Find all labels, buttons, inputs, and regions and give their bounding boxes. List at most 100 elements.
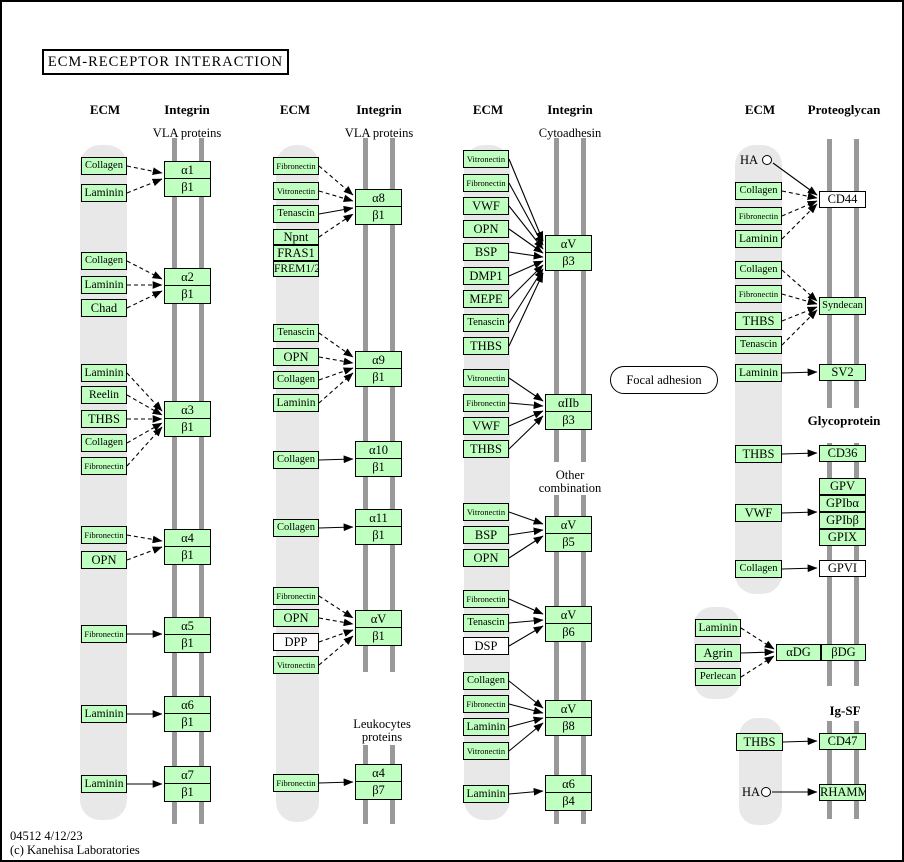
integrin-subunit-aiib[interactable]: αIIb	[546, 395, 591, 412]
box-fibronectin[interactable]: Fibronectin	[735, 207, 782, 225]
integrin-subunit-a4[interactable]: α4	[356, 765, 401, 782]
integrin-subunit-b5[interactable]: β5	[562, 535, 575, 549]
integrin-subunit-a6[interactable]: α6	[165, 697, 210, 714]
integrin-subunit-b1[interactable]: β1	[372, 370, 385, 384]
compound-circle-ha[interactable]	[761, 787, 771, 797]
integrin-subunit-b1[interactable]: β1	[181, 548, 194, 562]
integrin-subunit-a11[interactable]: α11	[356, 510, 401, 527]
box-cd47[interactable]: CD47	[819, 733, 866, 750]
integrin-subunit-b1[interactable]: β1	[372, 208, 385, 222]
box-vwf[interactable]: VWF	[735, 504, 782, 522]
box-gpiba[interactable]: GPIbα	[819, 495, 866, 512]
box-adg[interactable]: αDG	[776, 644, 821, 661]
box-chad[interactable]: Chad	[81, 299, 127, 317]
box-vitronectin[interactable]: Vitronectin	[273, 656, 319, 674]
box-thbs[interactable]: THBS	[463, 337, 509, 355]
box-vitronectin[interactable]: Vitronectin	[463, 503, 509, 521]
box-laminin[interactable]: Laminin	[463, 718, 509, 736]
box-collagen[interactable]: Collagen	[735, 560, 782, 578]
box-laminin[interactable]: Laminin	[81, 775, 127, 793]
box-fibronectin[interactable]: Fibronectin	[735, 285, 782, 303]
box-tenascin[interactable]: Tenascin	[273, 205, 319, 223]
box-collagen[interactable]: Collagen	[273, 519, 319, 537]
box-laminin[interactable]: Laminin	[735, 230, 782, 248]
integrin-subunit-b1[interactable]: β1	[372, 460, 385, 474]
box-syndecan[interactable]: Syndecan	[819, 297, 866, 315]
box-frem1-2[interactable]: FREM1/2	[273, 261, 319, 277]
box-cd36[interactable]: CD36	[819, 445, 866, 462]
box-collagen[interactable]: Collagen	[81, 157, 127, 175]
box-gpvi[interactable]: GPVI	[819, 560, 866, 577]
box-thbs[interactable]: THBS	[81, 410, 127, 428]
box-bsp[interactable]: BSP	[463, 526, 509, 544]
integrin-subunit-b1[interactable]: β1	[181, 715, 194, 729]
box-fibronectin[interactable]: Fibronectin	[81, 625, 127, 643]
box-mepe[interactable]: MEPE	[463, 290, 509, 308]
integrin-subunit-b1[interactable]: β1	[181, 180, 194, 194]
integrin-subunit-b1[interactable]: β1	[181, 420, 194, 434]
box-collagen[interactable]: Collagen	[81, 434, 127, 452]
integrin-subunit-b8[interactable]: β8	[562, 719, 575, 733]
box-fras1[interactable]: FRAS1	[273, 245, 319, 261]
box-fibronectin[interactable]: Fibronectin	[463, 590, 509, 608]
box-perlecan[interactable]: Perlecan	[695, 668, 741, 686]
box-dpp[interactable]: DPP	[273, 633, 319, 651]
box-fibronectin[interactable]: Fibronectin	[81, 526, 127, 544]
box-dsp[interactable]: DSP	[463, 637, 509, 655]
box-laminin[interactable]: Laminin	[735, 364, 782, 382]
box-bsp[interactable]: BSP	[463, 243, 509, 261]
box-vwf[interactable]: VWF	[463, 417, 509, 435]
integrin-subunit-b4[interactable]: β4	[562, 794, 575, 808]
integrin-subunit-b1[interactable]: β1	[181, 785, 194, 799]
box-rhamm[interactable]: RHAMM	[819, 784, 866, 801]
integrin-subunit-a3[interactable]: α3	[165, 402, 210, 419]
box-tenascin[interactable]: Tenascin	[735, 336, 782, 354]
box-gpibb[interactable]: GPIbβ	[819, 512, 866, 529]
box-laminin[interactable]: Laminin	[81, 184, 127, 202]
box-vitronectin[interactable]: Vitronectin	[273, 182, 319, 200]
integrin-subunit-a6[interactable]: α6	[546, 776, 591, 793]
box-thbs[interactable]: THBS	[735, 445, 782, 463]
integrin-subunit-av[interactable]: αV	[546, 607, 591, 624]
integrin-subunit-b1[interactable]: β1	[372, 528, 385, 542]
box-laminin[interactable]: Laminin	[273, 394, 319, 412]
compound-circle-ha[interactable]	[762, 155, 772, 165]
integrin-subunit-a2[interactable]: α2	[165, 269, 210, 286]
box-vwf[interactable]: VWF	[463, 197, 509, 215]
box-thbs[interactable]: THBS	[735, 312, 782, 330]
box-tenascin[interactable]: Tenascin	[463, 314, 509, 332]
integrin-subunit-a10[interactable]: α10	[356, 442, 401, 459]
integrin-subunit-a1[interactable]: α1	[165, 162, 210, 179]
box-vitronectin[interactable]: Vitronectin	[463, 150, 509, 168]
box-vitronectin[interactable]: Vitronectin	[463, 369, 509, 387]
box-bdg[interactable]: βDG	[821, 644, 866, 661]
box-collagen[interactable]: Collagen	[273, 371, 319, 389]
box-laminin[interactable]: Laminin	[463, 785, 509, 803]
box-dmp1[interactable]: DMP1	[463, 267, 509, 285]
box-agrin[interactable]: Agrin	[695, 644, 741, 662]
box-laminin[interactable]: Laminin	[81, 276, 127, 294]
integrin-subunit-a7[interactable]: α7	[165, 767, 210, 784]
box-fibronectin[interactable]: Fibronectin	[463, 394, 509, 412]
box-fibronectin[interactable]: Fibronectin	[273, 774, 319, 792]
box-tenascin[interactable]: Tenascin	[273, 324, 319, 342]
box-collagen[interactable]: Collagen	[81, 252, 127, 270]
integrin-subunit-av[interactable]: αV	[356, 611, 401, 628]
box-opn[interactable]: OPN	[273, 609, 319, 627]
box-opn[interactable]: OPN	[463, 549, 509, 567]
integrin-subunit-a5[interactable]: α5	[165, 618, 210, 635]
integrin-subunit-a4[interactable]: α4	[165, 530, 210, 547]
integrin-subunit-av[interactable]: αV	[546, 701, 591, 718]
integrin-subunit-b3[interactable]: β3	[562, 254, 575, 268]
box-gpv[interactable]: GPV	[819, 478, 866, 495]
integrin-subunit-b1[interactable]: β1	[372, 629, 385, 643]
box-opn[interactable]: OPN	[81, 551, 127, 569]
box-fibronectin[interactable]: Fibronectin	[463, 695, 509, 713]
box-thbs[interactable]: THBS	[736, 733, 783, 751]
box-reelin[interactable]: Reelin	[81, 386, 127, 404]
box-fibronectin[interactable]: Fibronectin	[273, 157, 319, 175]
focal-adhesion-pathway-link[interactable]: Focal adhesion	[610, 366, 718, 394]
integrin-subunit-b7[interactable]: β7	[372, 783, 385, 797]
box-tenascin[interactable]: Tenascin	[463, 614, 509, 632]
box-fibronectin[interactable]: Fibronectin	[273, 587, 319, 605]
